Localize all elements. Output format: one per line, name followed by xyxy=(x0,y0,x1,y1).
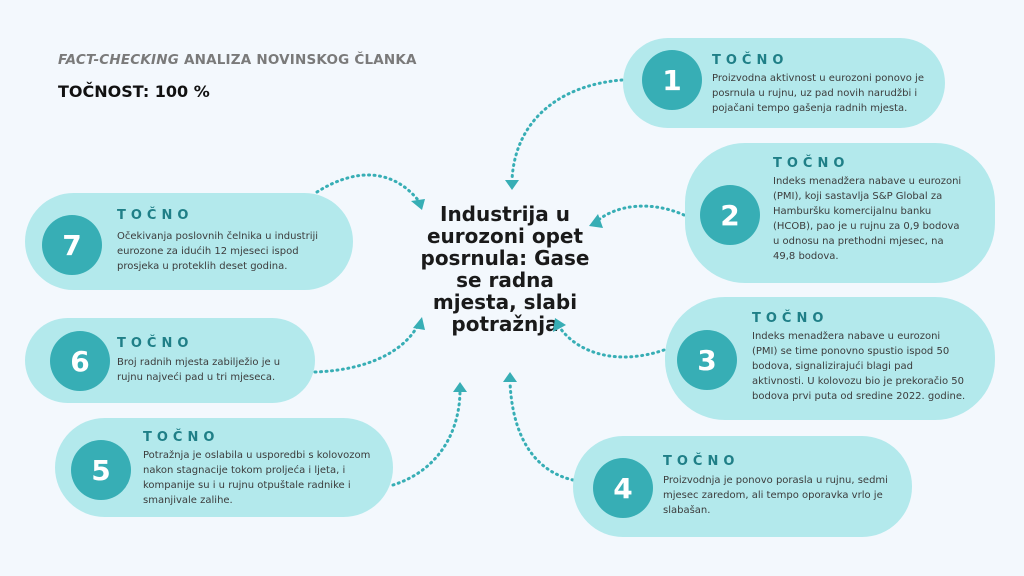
article-title: Industrija u eurozoni opet posrnula: Gas… xyxy=(420,202,590,336)
claim-text-2: Indeks menadžera nabave u eurozoni (PMI)… xyxy=(773,176,962,262)
claim-text-6: Broj radnih mjesta zabilježio je u rujnu… xyxy=(117,357,281,383)
arrowhead-6 xyxy=(413,317,425,330)
claim-verdict-7: TOČNO xyxy=(117,208,194,223)
arrow-1 xyxy=(510,78,624,182)
arrowhead-4 xyxy=(503,372,517,382)
claim-number-5: 5 xyxy=(71,440,131,500)
claim-text-7: Očekivanja poslovnih čelnika u industrij… xyxy=(117,231,319,272)
claim-number-6: 6 xyxy=(50,331,110,391)
claim-number-4: 4 xyxy=(593,458,653,518)
arrowhead-1 xyxy=(505,180,519,190)
claim-verdict-5: TOČNO xyxy=(143,430,220,445)
claim-verdict-6: TOČNO xyxy=(117,336,194,351)
arrowhead-5 xyxy=(453,382,467,392)
claim-text-4: Proizvodnja je ponovo porasla u rujnu, s… xyxy=(663,475,888,516)
claim-verdict-2: TOČNO xyxy=(773,156,850,171)
accuracy-score: TOČNOST: 100 % xyxy=(58,82,210,101)
arrow-2 xyxy=(594,204,686,224)
claim-verdict-3: TOČNO xyxy=(752,311,829,326)
arrow-7 xyxy=(315,173,420,202)
subtitle-rest: ANALIZA NOVINSKOG ČLANKA xyxy=(179,52,417,68)
claim-text-5: Potražnja je oslabila u usporedbi s kolo… xyxy=(143,450,371,506)
claim-number-1: 1 xyxy=(642,50,702,110)
arrowhead-3 xyxy=(553,318,566,332)
subtitle-italic: FACT-CHECKING xyxy=(58,52,180,68)
arrow-3 xyxy=(558,326,666,359)
claim-text-3: Indeks menadžera nabave u eurozoni (PMI)… xyxy=(752,331,966,402)
claim-number-7: 7 xyxy=(42,215,102,275)
analysis-subtitle: FACT-CHECKING ANALIZA NOVINSKOG ČLANKA xyxy=(58,52,417,68)
claim-text-1: Proizvodna aktivnost u eurozoni ponovo j… xyxy=(712,73,924,114)
claim-verdict-1: TOČNO xyxy=(712,53,789,68)
arrow-5 xyxy=(391,388,462,487)
arrow-4 xyxy=(508,380,575,482)
arrowhead-2 xyxy=(589,214,603,228)
claim-verdict-4: TOČNO xyxy=(663,454,740,469)
arrow-6 xyxy=(313,323,420,374)
claim-number-2: 2 xyxy=(700,185,760,245)
claim-number-3: 3 xyxy=(677,330,737,390)
arrowhead-7 xyxy=(411,199,425,210)
